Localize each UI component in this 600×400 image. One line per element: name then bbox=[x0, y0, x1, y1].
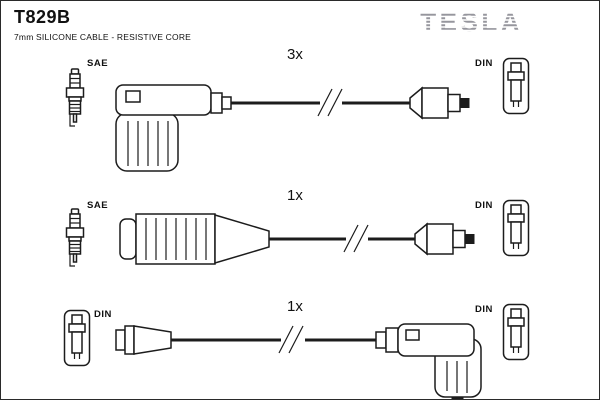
cable-with-break bbox=[171, 325, 376, 354]
brand-text: TESLA bbox=[420, 7, 523, 37]
straight-boot bbox=[119, 213, 270, 265]
break-mark-icon bbox=[343, 224, 369, 253]
row2-cable-assembly bbox=[119, 213, 475, 265]
din-connector-icon bbox=[502, 57, 530, 115]
spark-plug-icon bbox=[65, 68, 85, 127]
break-mark-icon bbox=[278, 325, 304, 354]
cable-with-break bbox=[231, 88, 410, 117]
row1-cable-assembly bbox=[115, 84, 470, 172]
row1-quantity: 3x bbox=[287, 46, 303, 63]
row3-cable-assembly bbox=[115, 323, 482, 399]
din-connector-icon bbox=[63, 309, 91, 367]
din-connector-shape bbox=[63, 309, 91, 367]
tesla-logo: TESLA bbox=[397, 7, 525, 37]
row3-quantity: 1x bbox=[287, 298, 303, 315]
break-mark-icon bbox=[317, 88, 343, 117]
angled-boot bbox=[115, 84, 232, 172]
din-connector-icon bbox=[502, 303, 530, 361]
part-number: T829B bbox=[14, 7, 71, 27]
row3-left-connector-label: DIN bbox=[94, 309, 112, 320]
row1-left-connector-label: SAE bbox=[87, 58, 109, 69]
din-connector-shape bbox=[502, 303, 530, 361]
row2-right-connector-label: DIN bbox=[475, 200, 493, 211]
spark-plug-icon bbox=[65, 208, 85, 267]
din-connector-shape bbox=[502, 199, 530, 257]
row2-quantity: 1x bbox=[287, 187, 303, 204]
angled-boot bbox=[375, 323, 482, 399]
din-terminal bbox=[409, 86, 470, 120]
cable-with-break bbox=[269, 224, 415, 253]
din-connector-icon bbox=[502, 199, 530, 257]
logo-stripes-icon bbox=[397, 12, 525, 32]
row2-left-connector-label: SAE bbox=[87, 200, 109, 211]
spark-plug-shape bbox=[65, 208, 85, 267]
row3-right-connector-label: DIN bbox=[475, 304, 493, 315]
din-terminal bbox=[414, 222, 475, 256]
row1-right-connector-label: DIN bbox=[475, 58, 493, 69]
straight-terminal bbox=[115, 325, 172, 355]
cable-spec-subtitle: 7mm SILICONE CABLE - RESISTIVE CORE bbox=[14, 32, 192, 42]
spark-plug-shape bbox=[65, 68, 85, 127]
din-connector-shape bbox=[502, 57, 530, 115]
